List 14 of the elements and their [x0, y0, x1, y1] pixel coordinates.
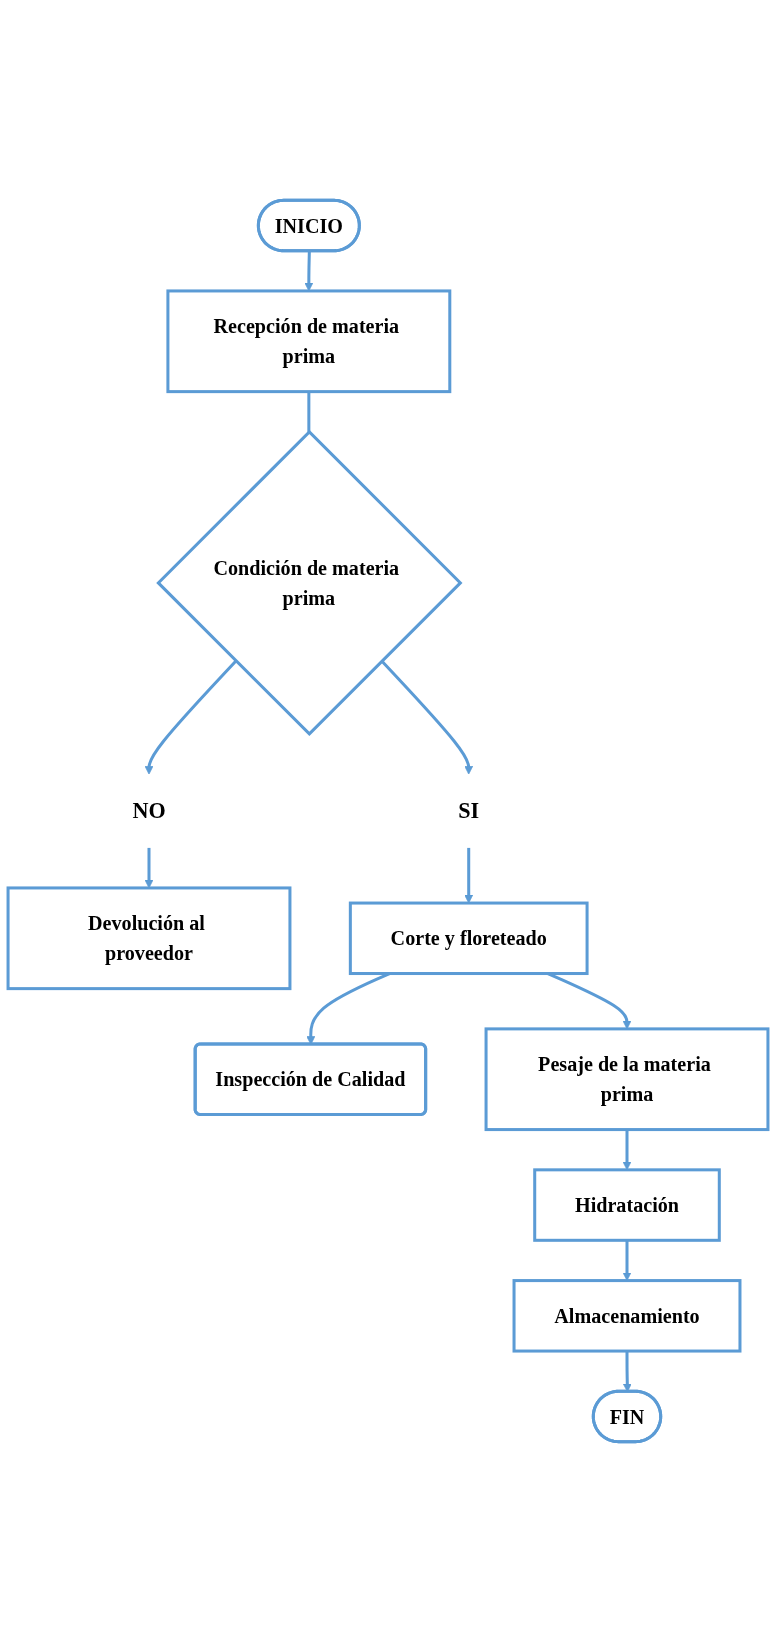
- node-text: NO: [132, 798, 166, 824]
- node-diamond: Condición de materia prima: [156, 429, 463, 737]
- arrow: [464, 847, 474, 904]
- node-box: Almacenamiento: [512, 1279, 742, 1353]
- node-box: Devolución al proveedor: [6, 886, 292, 991]
- node-box: Hidratación: [533, 1168, 721, 1242]
- arrow: [622, 1240, 632, 1281]
- node-box: Recepción de materia prima: [166, 289, 452, 394]
- node-box: Pesaje de la materia prima: [484, 1027, 770, 1132]
- connector: [307, 391, 311, 432]
- arrow: [144, 659, 238, 775]
- node-text: SI: [458, 798, 480, 824]
- node-box: Corte y floreteado: [348, 901, 589, 976]
- arrow: [380, 659, 474, 775]
